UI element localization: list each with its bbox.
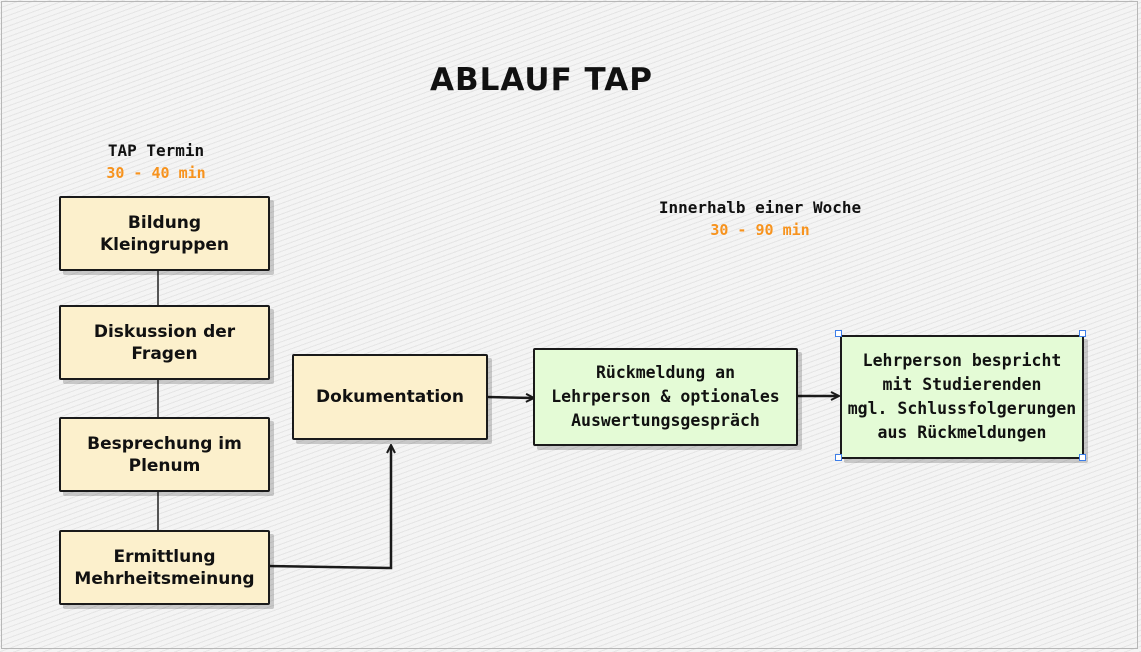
selection-handle-top-right[interactable] bbox=[1079, 330, 1086, 337]
selection-handle-bottom-left[interactable] bbox=[835, 454, 842, 461]
tap-termin-duration: 30 - 40 min bbox=[106, 164, 206, 182]
step-besprechung-plenum[interactable]: Besprechung im Plenum bbox=[59, 417, 270, 492]
step-lehrperson-bespricht[interactable]: Lehrperson bespricht mit Studierenden mg… bbox=[840, 335, 1084, 459]
step-diskussion-fragen[interactable]: Diskussion der Fragen bbox=[59, 305, 270, 380]
step-ermittlung-mehrheitsmeinung[interactable]: Ermittlung Mehrheitsmeinung bbox=[59, 530, 270, 605]
woche-label: Innerhalb einer Woche 30 - 90 min bbox=[640, 198, 880, 239]
woche-text: Innerhalb einer Woche bbox=[658, 198, 862, 217]
woche-duration: 30 - 90 min bbox=[710, 221, 810, 239]
tap-termin-label: TAP Termin 30 - 40 min bbox=[60, 141, 252, 182]
tap-termin-text: TAP Termin bbox=[107, 141, 205, 160]
arrow-ermittlung-dokumentation bbox=[267, 446, 391, 570]
step-bildung-kleingruppen[interactable]: Bildung Kleingruppen bbox=[59, 196, 270, 271]
page-title: ABLAUF TAP bbox=[430, 62, 654, 98]
selection-handle-bottom-right[interactable] bbox=[1079, 454, 1086, 461]
step-rueckmeldung-lehrperson[interactable]: Rückmeldung an Lehrperson & optionales A… bbox=[533, 348, 798, 446]
arrow-dokumentation-rueckmeldung bbox=[487, 397, 533, 398]
selection-handle-top-left[interactable] bbox=[835, 330, 842, 337]
step-dokumentation[interactable]: Dokumentation bbox=[292, 354, 488, 440]
